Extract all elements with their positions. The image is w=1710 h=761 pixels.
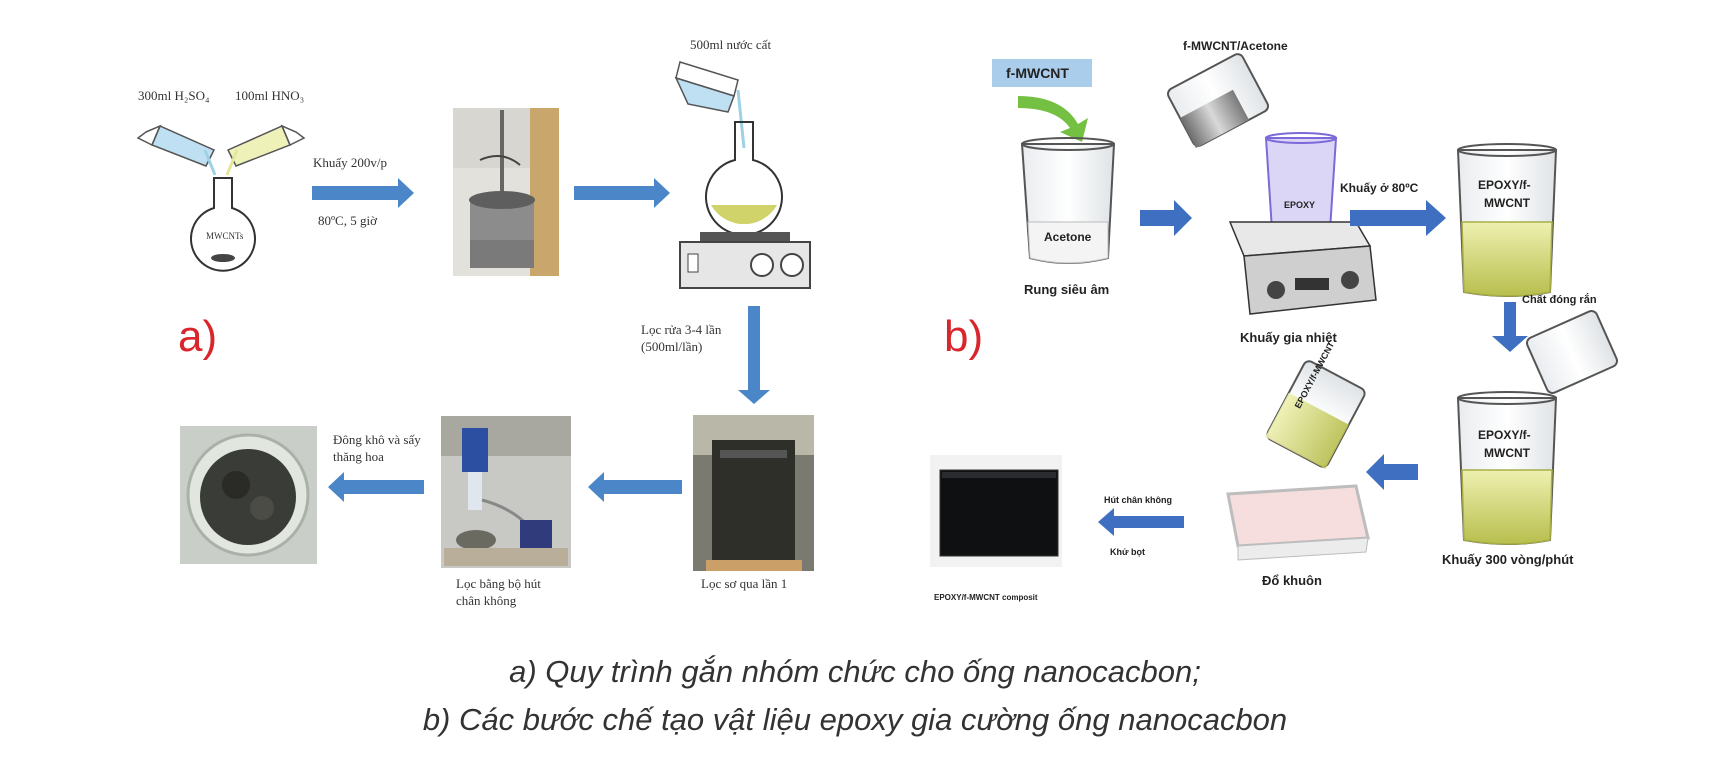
- vacuum-label: Hút chân không: [1104, 495, 1172, 505]
- mix-beaker-2-line1: EPOXY/f-: [1478, 428, 1531, 442]
- mix-beaker-1: [1456, 143, 1558, 297]
- arrow-b-down: [1492, 302, 1528, 352]
- mix-beaker-1-line2: MWCNT: [1484, 196, 1530, 210]
- coarse-filter-label: Lọc sơ qua lần 1: [701, 576, 788, 591]
- arrow-b-left-1: [1366, 454, 1418, 490]
- hardener-beaker: [1526, 310, 1618, 394]
- acetone-beaker: [1020, 137, 1116, 264]
- arrow-b-left-2: [1098, 508, 1184, 536]
- acetone-label: Acetone: [1044, 230, 1092, 244]
- reactor-photo: [453, 108, 559, 276]
- wash-label-1: Lọc rửa 3-4 lần: [641, 322, 722, 337]
- stir300-label: Khuấy 300 vòng/phút: [1442, 552, 1574, 567]
- green-arrow: [1018, 96, 1088, 142]
- vacuum-filter-label-1: Lọc bằng bộ hút: [456, 576, 541, 591]
- pouring-beaker: [1265, 360, 1366, 469]
- mold-label: Đổ khuôn: [1262, 573, 1322, 588]
- flask-on-stirrer: [679, 121, 811, 289]
- arrow-b-2: [1350, 200, 1446, 236]
- mwcnt-flask: [190, 177, 256, 272]
- mwcnt-flask-label: MWCNTs: [206, 231, 244, 241]
- vacuum-filter-label-2: chân không: [456, 593, 517, 608]
- caption-line-2: b) Các bước chế tạo vật liệu epoxy gia c…: [422, 702, 1288, 737]
- arrow-stir: [312, 178, 414, 208]
- temp-time-label: 80ºC, 5 giờ: [318, 213, 377, 228]
- fmwcnt-acetone-label: f-MWCNT/Acetone: [1183, 39, 1288, 53]
- mix-beaker-1-line1: EPOXY/f-: [1478, 178, 1531, 192]
- mix-beaker-2: [1456, 391, 1558, 545]
- epoxy-label: EPOXY: [1284, 200, 1316, 210]
- composite-label: EPOXY/f-MWCNT composit: [934, 593, 1038, 602]
- freeze-dry-label-2: thăng hoa: [333, 449, 384, 464]
- h2so4-beaker: [136, 124, 217, 176]
- hardener-label: Chất đóng rắn: [1522, 294, 1597, 306]
- mix-beaker-2-line2: MWCNT: [1484, 446, 1530, 460]
- ultrasonic-label: Rung siêu âm: [1024, 282, 1110, 297]
- stir80-label: Khuấy ở 80ºC: [1340, 181, 1419, 195]
- caption-line-1: a) Quy trình gắn nhóm chức cho ống nanoc…: [509, 654, 1201, 689]
- arrow-to-vacuum: [588, 472, 682, 502]
- hno3-label: 100ml HNO₃: [235, 88, 305, 103]
- arrow-b-1: [1140, 200, 1192, 236]
- fmwcnt-acetone-beaker: [1167, 53, 1269, 148]
- h2so4-label: 300ml H₂SO₄: [138, 88, 210, 103]
- wash-label-2: (500ml/lần): [641, 339, 703, 354]
- panel-a-letter: a): [178, 312, 218, 361]
- water-beaker: [674, 61, 746, 149]
- fmwcnt-box-label: f-MWCNT: [1006, 65, 1069, 81]
- arrow-to-dry: [328, 472, 424, 502]
- dried-powder-photo: [180, 426, 317, 564]
- freeze-dry-label-1: Đông khô và sấy: [333, 432, 421, 447]
- vacuum-filter-photo: [441, 416, 571, 568]
- heat-stirrer: [1228, 132, 1377, 315]
- composite-photo: [930, 455, 1062, 567]
- stir-label: Khuấy 200v/p: [313, 155, 388, 170]
- fmwcnt-box: [992, 59, 1092, 87]
- degas-label: Khử bọt: [1110, 547, 1146, 557]
- arrow-to-flask: [574, 178, 670, 208]
- arrow-down-wash: [738, 306, 770, 404]
- coarse-filter-photo: [693, 415, 814, 571]
- panel-b-letter: b): [944, 312, 984, 361]
- water-label: 500ml nước cất: [690, 37, 772, 52]
- mold: [1226, 484, 1370, 561]
- heat-stir-label: Khuấy gia nhiệt: [1240, 330, 1337, 345]
- hno3-beaker: [225, 124, 306, 176]
